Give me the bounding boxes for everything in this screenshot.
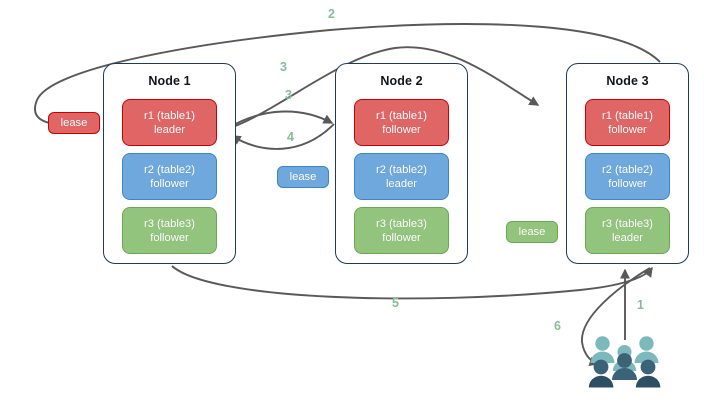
replica-name: r3 (table3) [602, 217, 653, 230]
edge-step-4 [230, 123, 335, 150]
replica-name: r1 (table1) [602, 109, 653, 122]
replica-name: r3 (table3) [376, 217, 427, 230]
replica-name: r2 (table2) [602, 163, 653, 176]
lease-chip-table1[interactable]: lease [48, 112, 100, 134]
replica-n2-r2[interactable]: r2 (table2) leader [354, 153, 449, 200]
replica-n2-r3[interactable]: r3 (table3) follower [354, 207, 449, 254]
replica-role: leader [153, 123, 186, 136]
lease-label: lease [518, 226, 546, 238]
node-card-node-2[interactable]: Node 2 r1 (table1) follower r2 (table2) … [335, 63, 468, 264]
replica-name: r2 (table2) [144, 163, 195, 176]
step-label-1: 1 [637, 298, 644, 312]
replica-name: r1 (table1) [144, 109, 195, 122]
replica-role: follower [150, 231, 189, 244]
replica-n3-r3[interactable]: r3 (table3) leader [585, 207, 670, 254]
edge-step-5 [171, 265, 653, 300]
replica-n2-r1[interactable]: r1 (table1) follower [354, 99, 449, 146]
replica-role: follower [608, 177, 647, 190]
edge-step-3-to-node2 [227, 110, 334, 129]
replica-role: follower [608, 123, 647, 136]
step-label-3-upper: 3 [280, 60, 287, 74]
lease-chip-table2[interactable]: lease [277, 166, 329, 188]
replica-name: r3 (table3) [144, 217, 195, 230]
step-label-3-lower: 3 [285, 88, 292, 102]
people-group-icon [588, 336, 661, 388]
node-card-node-3[interactable]: Node 3 r1 (table1) follower r2 (table2) … [566, 63, 689, 264]
step-label-6: 6 [554, 319, 561, 333]
replica-n3-r2[interactable]: r2 (table2) follower [585, 153, 670, 200]
replica-role: follower [382, 231, 421, 244]
lease-label: lease [60, 117, 88, 129]
lease-chip-table3[interactable]: lease [506, 221, 558, 243]
replica-n1-r1[interactable]: r1 (table1) leader [122, 99, 217, 146]
replica-n3-r1[interactable]: r1 (table1) follower [585, 99, 670, 146]
lease-label: lease [289, 171, 317, 183]
replica-name: r2 (table2) [376, 163, 427, 176]
step-label-2: 2 [328, 7, 335, 21]
replica-n1-r2[interactable]: r2 (table2) follower [122, 153, 217, 200]
replica-role: follower [150, 177, 189, 190]
step-label-4: 4 [287, 130, 294, 144]
replica-role: leader [611, 231, 644, 244]
node-title: Node 3 [606, 74, 649, 88]
step-label-5: 5 [392, 296, 399, 310]
replica-role: leader [385, 177, 418, 190]
node-card-node-1[interactable]: Node 1 r1 (table1) leader r2 (table2) fo… [103, 63, 236, 264]
replica-name: r1 (table1) [376, 109, 427, 122]
replica-role: follower [382, 123, 421, 136]
node-title: Node 2 [380, 74, 423, 88]
node-title: Node 1 [148, 74, 191, 88]
replica-n1-r3[interactable]: r3 (table3) follower [122, 207, 217, 254]
